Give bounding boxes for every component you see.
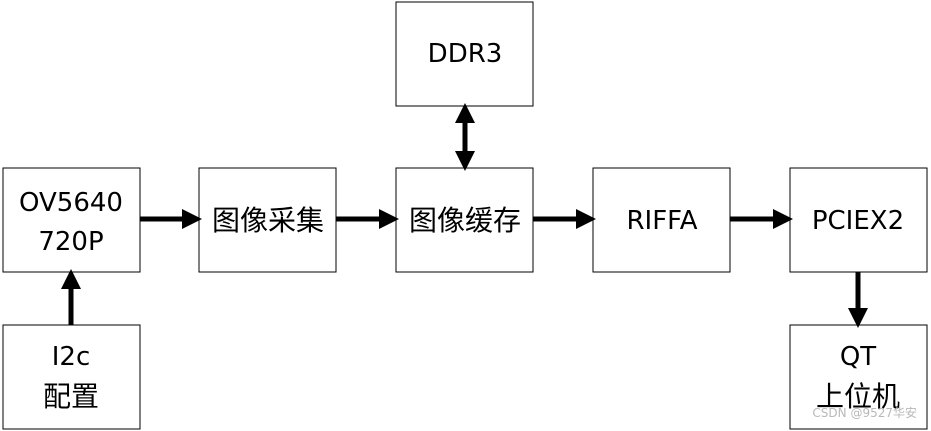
qt-label-line1: QT — [840, 342, 876, 372]
capture-box — [198, 167, 337, 273]
ddr3-label: DDR3 — [428, 39, 503, 69]
capture-label: 图像采集 — [212, 204, 324, 237]
qt-box — [789, 324, 928, 430]
cache-label: 图像缓存 — [409, 204, 521, 237]
riffa-block: RIFFA — [592, 167, 731, 273]
qt-label-line2: 上位机 — [816, 380, 900, 413]
i2c-block: I2c 配置 — [2, 324, 141, 430]
pciex2-block: PCIEX2 — [789, 167, 928, 273]
ov5640-label-line1: OV5640 — [19, 188, 123, 218]
pciex2-box — [789, 167, 928, 273]
i2c-box — [2, 324, 141, 430]
csdn-watermark: CSDN @9527华安 — [812, 406, 917, 420]
ddr3-block: DDR3 — [395, 1, 534, 107]
qt-block: QT 上位机 — [789, 324, 928, 430]
ov5640-box — [2, 167, 141, 273]
riffa-label: RIFFA — [626, 206, 697, 236]
cache-block: 图像缓存 — [395, 167, 534, 273]
ov5640-block: OV5640 720P — [2, 167, 141, 273]
capture-block: 图像采集 — [198, 167, 337, 273]
pciex2-label: PCIEX2 — [812, 206, 904, 236]
ddr3-box — [395, 1, 534, 107]
i2c-label-line1: I2c — [52, 342, 91, 372]
ov5640-label-line2: 720P — [38, 227, 103, 257]
i2c-label-line2: 配置 — [43, 380, 99, 413]
riffa-box — [592, 167, 731, 273]
